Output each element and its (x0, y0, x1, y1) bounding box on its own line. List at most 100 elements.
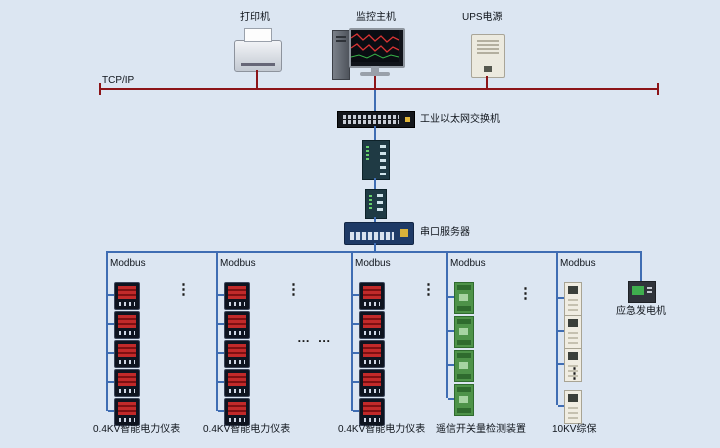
modbus-bus-2 (216, 251, 218, 411)
modbus-label-5: Modbus (560, 258, 596, 269)
bus1-device-type-label: 0.4KV智能电力仪表 (93, 424, 181, 435)
power-meter (114, 311, 140, 339)
modbus-label-2: Modbus (220, 258, 256, 269)
media-converter-1 (362, 140, 390, 180)
power-meter (224, 369, 250, 397)
power-meter (359, 398, 385, 426)
power-meter (224, 398, 250, 426)
ellipsis-vertical: ⋮ (286, 281, 301, 298)
power-meter (359, 340, 385, 368)
ellipsis-vertical: ⋮ (567, 365, 582, 382)
stub (108, 381, 114, 383)
power-meter (224, 282, 250, 310)
tcpip-label: TCP/IP (102, 75, 135, 86)
chain-line-1 (374, 90, 376, 111)
bus5-device-type-label: 10KV综保 (552, 424, 597, 435)
stub (108, 323, 114, 325)
power-meter (224, 340, 250, 368)
fieldbus-backbone (106, 251, 642, 253)
modbus-bus-5 (556, 251, 558, 405)
generator-controller (628, 281, 656, 303)
stub (558, 297, 564, 299)
serial-server-device (344, 222, 414, 245)
stub (353, 352, 359, 354)
chain-line-4 (374, 217, 376, 222)
serial-server-chip (400, 229, 408, 237)
bus3-device-type-label: 0.4KV智能电力仪表 (338, 424, 426, 435)
stub (448, 330, 454, 332)
protection-relay (564, 282, 582, 316)
modbus-label-1: Modbus (110, 258, 146, 269)
stub (353, 323, 359, 325)
tcpip-bus-right-tick (657, 83, 659, 95)
modbus-label-3: Modbus (355, 258, 391, 269)
media-converter-2 (365, 189, 387, 219)
ups-device (471, 34, 505, 78)
ethernet-switch-label: 工业以太网交换机 (420, 114, 500, 125)
remote-signal-module (454, 350, 474, 382)
stub (218, 352, 224, 354)
stub (448, 296, 454, 298)
power-meter (114, 340, 140, 368)
stub (558, 363, 564, 365)
power-meter (359, 282, 385, 310)
chain-line-3 (374, 178, 376, 189)
remote-signal-module (454, 282, 474, 314)
stub (108, 352, 114, 354)
power-meter (114, 398, 140, 426)
modbus-bus-1 (106, 251, 108, 411)
stub (448, 364, 454, 366)
monitor-stand (371, 66, 379, 72)
serial-server-label: 串口服务器 (420, 227, 470, 238)
stub (558, 330, 564, 332)
stub (108, 410, 114, 412)
switch-led (405, 117, 410, 122)
generator-label: 应急发电机 (616, 306, 666, 317)
modbus-bus-3 (351, 251, 353, 411)
power-meter (114, 282, 140, 310)
ethernet-switch-device (337, 111, 415, 128)
printer-device (234, 28, 282, 72)
stub (108, 294, 114, 296)
tcpip-bus-left-tick (99, 83, 101, 95)
monitor-host-label: 监控主机 (356, 12, 396, 23)
chain-line-5 (374, 243, 376, 251)
printer-label: 打印机 (240, 12, 270, 23)
bus2-device-type-label: 0.4KV智能电力仪表 (203, 424, 291, 435)
power-meter (359, 311, 385, 339)
stub (353, 294, 359, 296)
ellipsis-horizontal: … … (297, 330, 333, 345)
tcpip-bus-line (100, 88, 658, 90)
ellipsis-vertical: ⋮ (176, 281, 191, 298)
stub (558, 405, 564, 407)
waveform-graphic (350, 30, 400, 62)
pc-tower (332, 30, 350, 80)
chain-line-2 (374, 126, 376, 140)
stub (353, 410, 359, 412)
monitor-screen (349, 28, 405, 68)
stub (218, 410, 224, 412)
protection-relay (564, 390, 582, 424)
power-meter (224, 311, 250, 339)
stub (218, 381, 224, 383)
monitor-base (360, 72, 390, 76)
modbus-bus-4 (446, 251, 448, 398)
power-meter (114, 369, 140, 397)
remote-signal-module (454, 316, 474, 348)
ellipsis-vertical: ⋮ (421, 281, 436, 298)
power-meter (359, 369, 385, 397)
stub (353, 381, 359, 383)
generator-drop-line (640, 251, 642, 281)
ellipsis-vertical: ⋮ (518, 285, 533, 302)
stub (218, 294, 224, 296)
modbus-label-4: Modbus (450, 258, 486, 269)
bus4-device-type-label: 遥信开关量检测装置 (436, 424, 526, 435)
monitor-drop-line (374, 76, 376, 89)
ups-label: UPS电源 (462, 12, 503, 23)
remote-signal-module (454, 384, 474, 416)
ups-drop-line (486, 76, 488, 89)
stub (218, 323, 224, 325)
protection-relay (564, 348, 582, 382)
protection-relay (564, 315, 582, 349)
